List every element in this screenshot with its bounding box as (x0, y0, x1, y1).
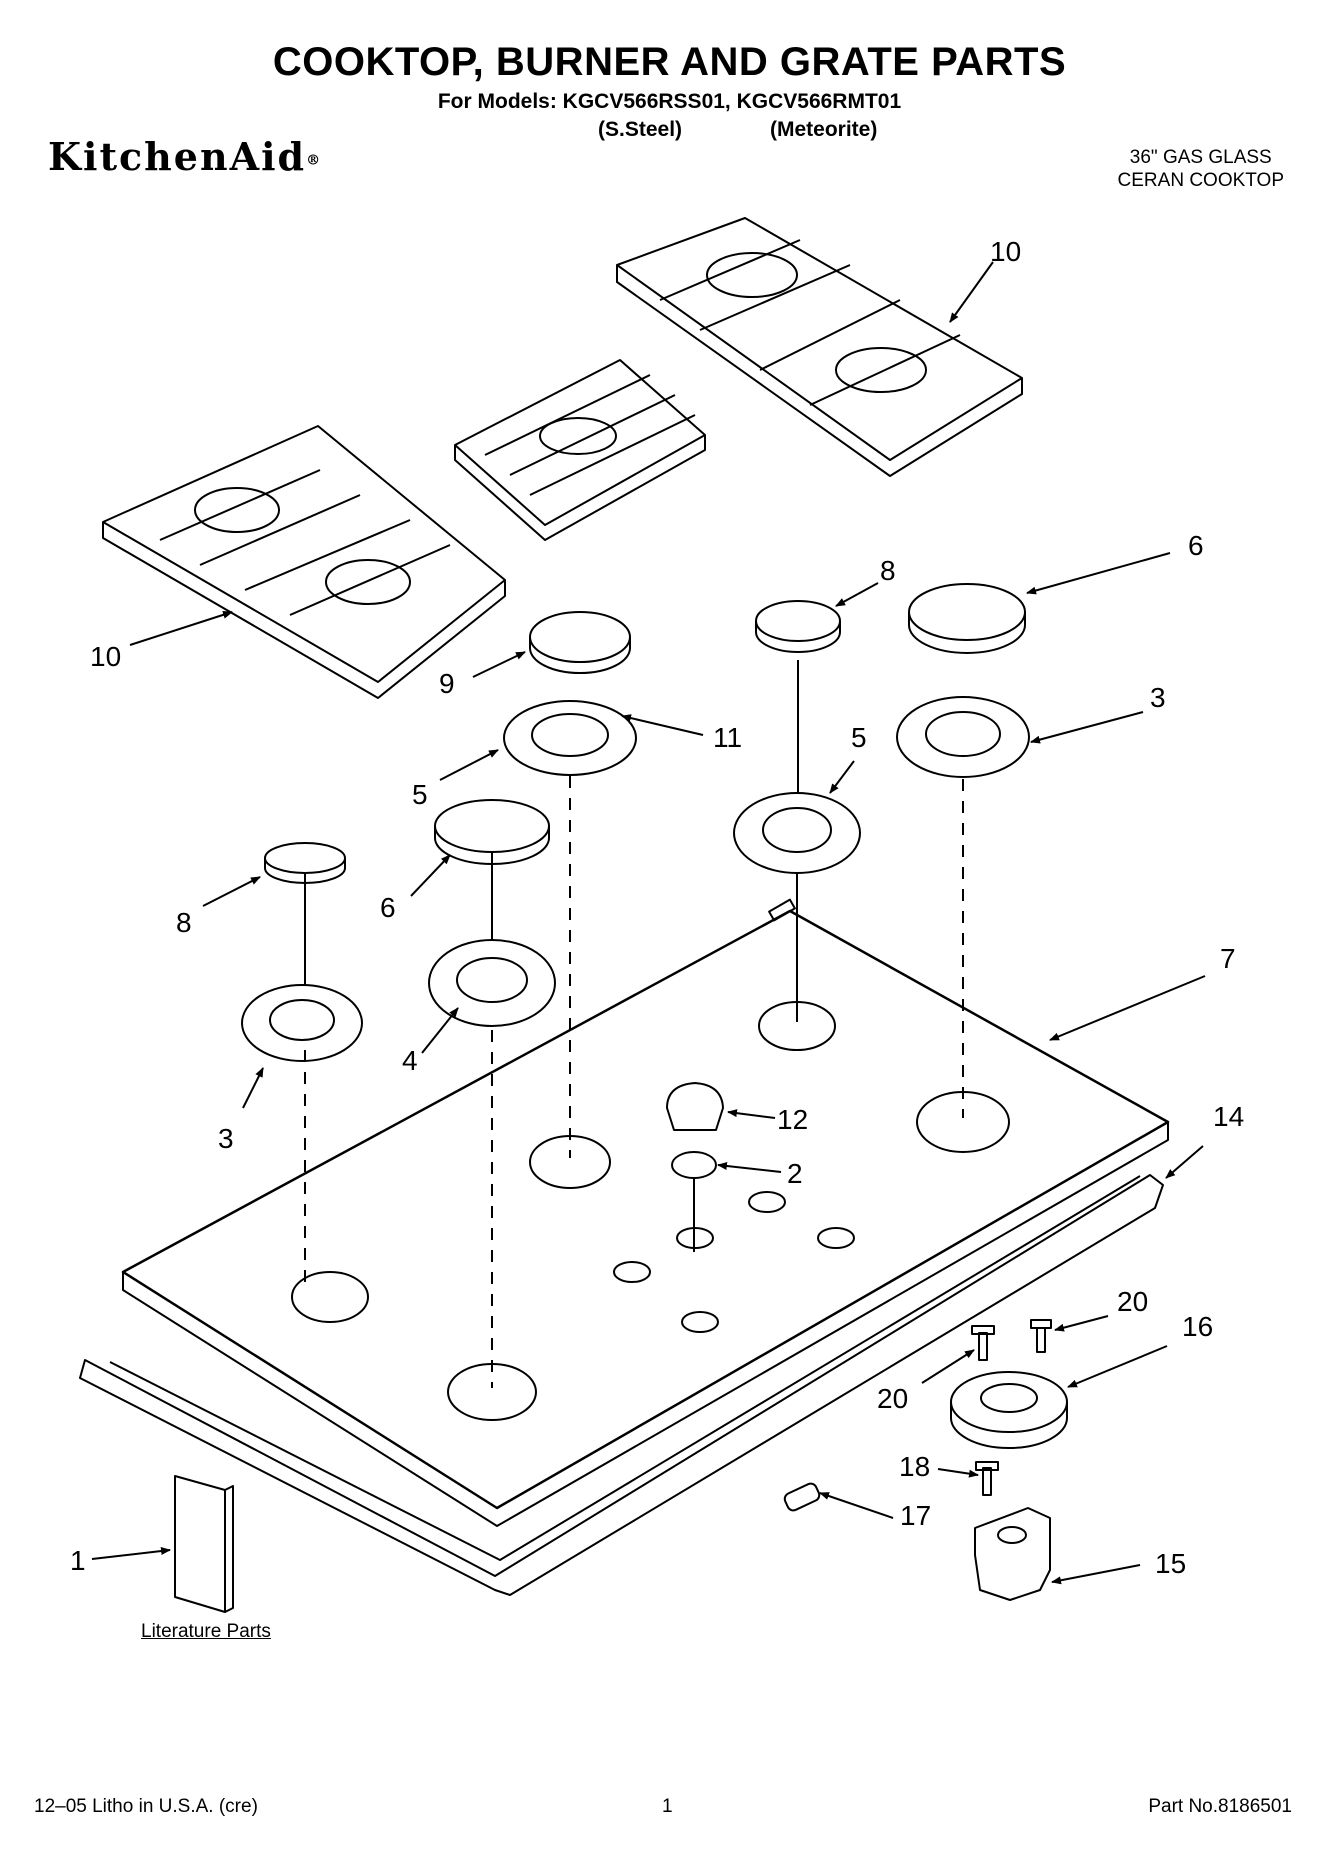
page-title: COOKTOP, BURNER AND GRATE PARTS (272, 40, 1067, 84)
burner-cap-8-right (755, 600, 841, 653)
literature-booklet-spine (224, 1485, 234, 1613)
burner-cap-6-right (908, 583, 1026, 654)
sealed-burner-base (950, 1371, 1068, 1449)
burner-head-4 (428, 939, 556, 1027)
callout-20-left: 20 (877, 1383, 908, 1414)
leader-5-right (829, 760, 855, 794)
glass-burner-hole (291, 1271, 369, 1323)
leader-11 (621, 714, 704, 736)
callout-18: 18 (899, 1451, 930, 1482)
leader-20-right (1054, 1315, 1109, 1332)
glass-burner-hole (529, 1135, 611, 1189)
cooktop-frame (79, 1174, 1164, 1596)
brand-logo: KitchenAid® (48, 134, 322, 179)
callout-3-right: 3 (1150, 682, 1166, 713)
part-number: Part No.8186501 (1148, 1796, 1292, 1817)
grate-center (454, 359, 706, 541)
leader-16 (1067, 1345, 1168, 1388)
leader-12 (727, 1109, 776, 1119)
leader-5-left (439, 749, 499, 781)
leader-10-left (129, 610, 233, 646)
callout-14: 14 (1213, 1101, 1244, 1132)
glass-burner-hole (916, 1091, 1010, 1153)
screw (1030, 1319, 1052, 1353)
callout-12: 12 (777, 1104, 808, 1135)
callout-1: 1 (70, 1545, 86, 1576)
leader-14 (1165, 1145, 1204, 1179)
burner-head-5-left (503, 700, 637, 776)
burner-head-3-right (896, 696, 1030, 778)
callout-3-left: 3 (218, 1123, 234, 1154)
burner-cap-9 (529, 611, 631, 674)
burner-base-orifice (997, 1526, 1027, 1544)
burner-head-3-left (241, 984, 363, 1062)
variant-stainless: (S.Steel) (598, 118, 683, 141)
leader-1 (91, 1547, 171, 1560)
product-line-2: CERAN COOKTOP (1117, 170, 1284, 191)
leader-6-right (1026, 552, 1171, 595)
burner-head-5-right (733, 792, 861, 874)
control-knob (666, 1082, 724, 1131)
model-numbers: For Models: KGCV566RSS01, KGCV566RMT01 (437, 90, 902, 113)
control-marking (748, 1191, 786, 1213)
leader-10-right (949, 261, 994, 323)
callout-15: 15 (1155, 1548, 1186, 1579)
product-line-1: 36" GAS GLASS (1129, 147, 1272, 168)
cooktop-frame-inner (109, 1175, 1141, 1561)
callout-4: 4 (402, 1045, 418, 1076)
leader-15 (1051, 1564, 1141, 1585)
callout-17: 17 (900, 1500, 931, 1531)
glass-burner-hole (447, 1363, 537, 1421)
literature-parts-label: Literature Parts (141, 1621, 271, 1642)
leader-6-left (410, 854, 451, 897)
brand-name: KitchenAid (48, 134, 307, 179)
leader-9 (472, 651, 526, 678)
leader-17 (819, 1492, 894, 1519)
leader-3-right (1030, 711, 1144, 744)
callout-6-right: 6 (1188, 530, 1204, 561)
callout-10-left: 10 (90, 641, 121, 672)
page-number: 1 (662, 1796, 673, 1817)
leader-18 (937, 1468, 979, 1478)
brand-registered-mark: ® (306, 152, 323, 169)
variant-meteorite: (Meteorite) (770, 118, 878, 141)
leader-8-right (835, 582, 879, 607)
control-marking (817, 1227, 855, 1249)
glass-cooktop (121, 909, 1170, 1510)
grate-right (616, 217, 1023, 477)
callout-6-left: 6 (380, 892, 396, 923)
grate-left (102, 425, 506, 699)
glass-cooktop-edge (122, 1122, 1169, 1527)
control-marking (681, 1311, 719, 1333)
leader-8-left (202, 876, 261, 907)
glass-label-cutout (768, 898, 796, 922)
burner-base-bracket (974, 1507, 1051, 1601)
litho-footer: 12–05 Litho in U.S.A. (cre) (34, 1796, 258, 1817)
callout-16: 16 (1182, 1311, 1213, 1342)
callout-10-right: 10 (990, 236, 1021, 267)
callout-5-left: 5 (412, 779, 428, 810)
product-description: 36" GAS GLASS CERAN COOKTOP (1118, 146, 1284, 192)
callout-9: 9 (439, 668, 455, 699)
callout-5-right: 5 (851, 722, 867, 753)
leader-2 (717, 1162, 782, 1173)
leader-7 (1049, 975, 1206, 1041)
callout-11: 11 (713, 722, 742, 753)
leader-20-left (921, 1349, 975, 1384)
screw (975, 1461, 999, 1496)
callout-8-left: 8 (176, 907, 192, 938)
literature-booklet (174, 1475, 226, 1613)
screw (971, 1325, 995, 1361)
callout-2: 2 (787, 1158, 803, 1189)
leader-4 (421, 1007, 459, 1054)
callout-20-right: 20 (1117, 1286, 1148, 1317)
knob-bezel (671, 1151, 717, 1179)
control-marking (613, 1261, 651, 1283)
leader-3-left (242, 1067, 264, 1109)
callout-8-right: 8 (880, 555, 896, 586)
grommet (783, 1482, 821, 1512)
callout-7: 7 (1220, 943, 1236, 974)
